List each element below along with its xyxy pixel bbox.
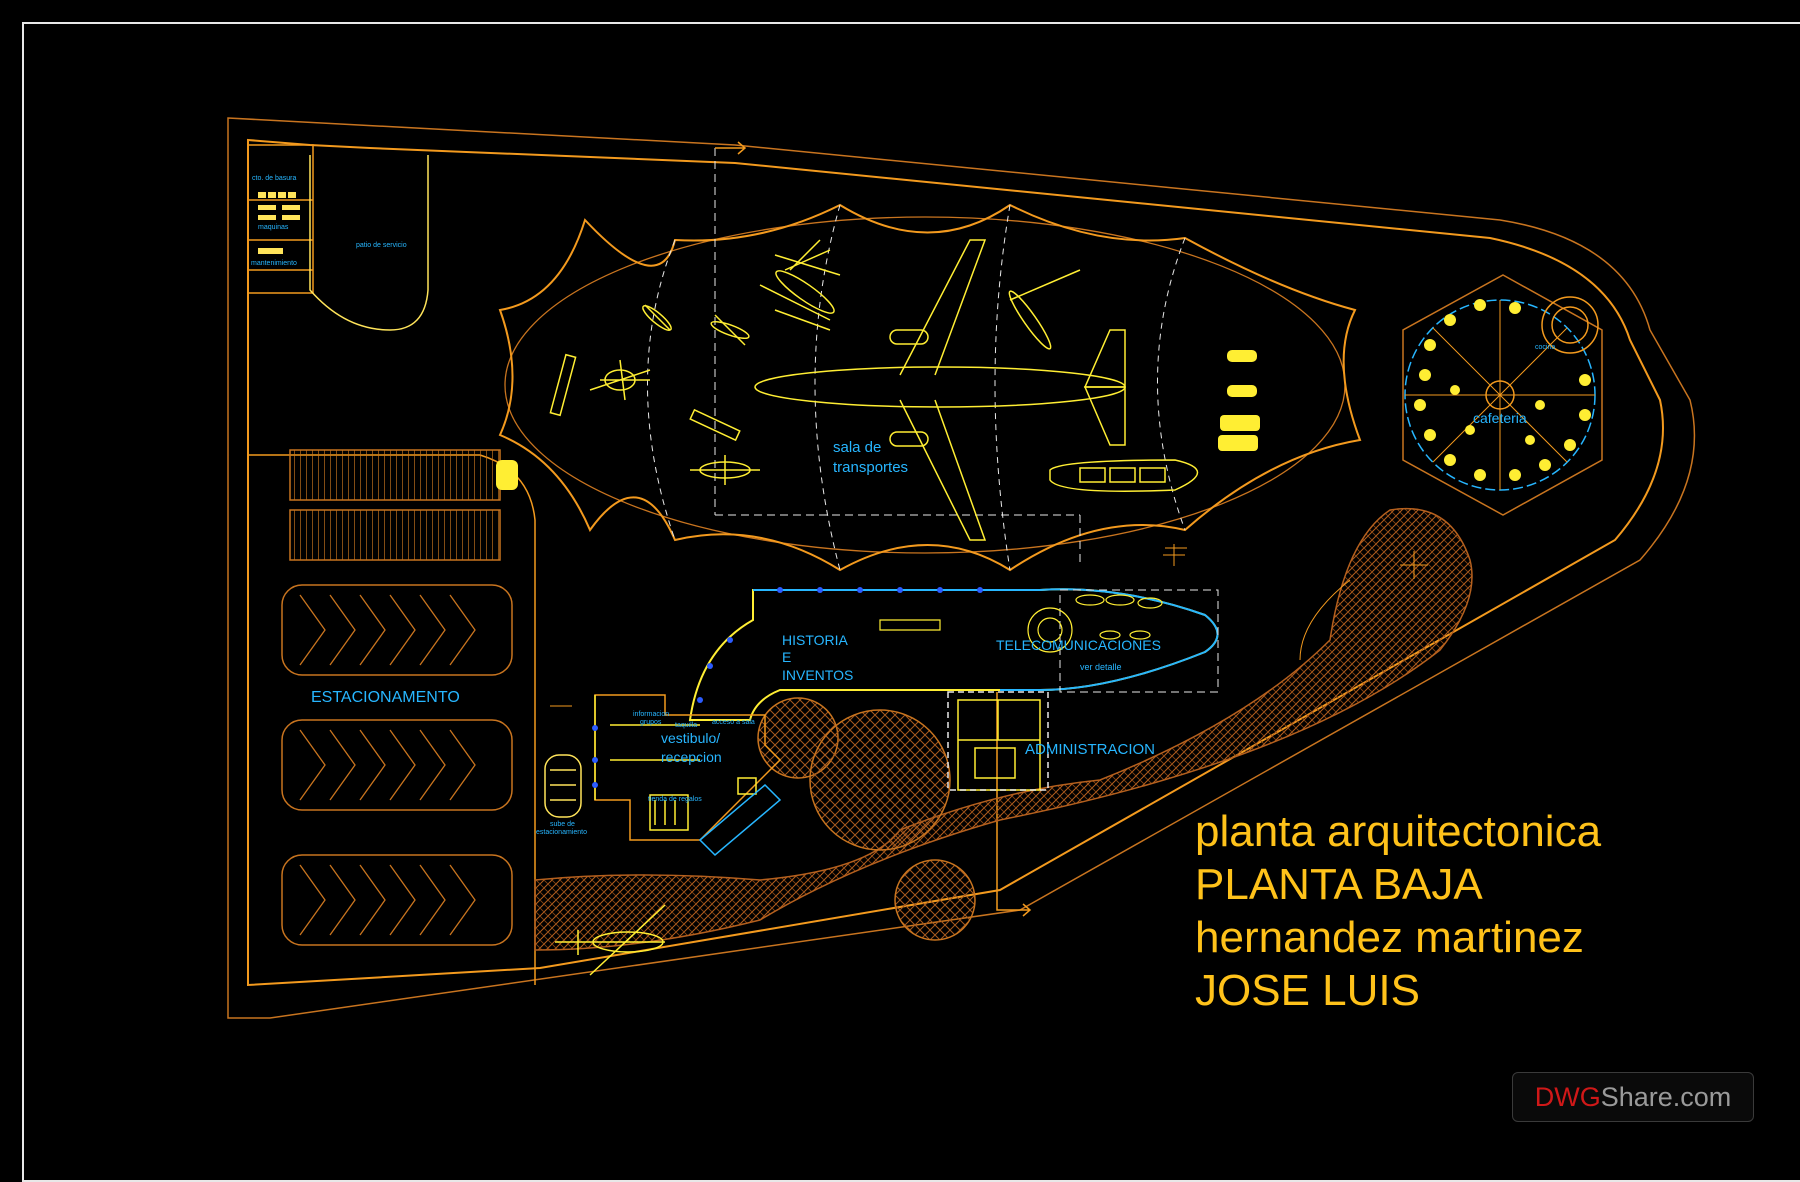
hall-access-label: acceso a sala: [712, 719, 755, 726]
kitchen-label: cocina: [1535, 344, 1555, 351]
watermark-part-2: Share.com: [1600, 1082, 1732, 1112]
group-info-label-1: informacion: [633, 711, 669, 718]
grid-marks: [550, 547, 1187, 707]
telecom-label: TELECOMUNICACIONES: [996, 637, 1161, 653]
ticket-label: taquilla: [675, 722, 697, 729]
lobby-label-1: vestibulo/: [661, 730, 720, 746]
ramp-label-2: estacionamiento: [536, 829, 587, 836]
service-yard-label: patio de servicio: [356, 242, 407, 249]
lobby-label-2: recepcion: [661, 749, 722, 765]
dwgshare-watermark[interactable]: DWGShare.com: [1512, 1072, 1754, 1122]
aircraft-exhibits: [549, 239, 1198, 541]
machine-room-label: maquinas: [258, 224, 289, 231]
history-telecom-building: [688, 587, 1219, 721]
service-block: [247, 144, 429, 331]
maintenance-label: mantenimiento: [251, 260, 297, 267]
transport-hall-label-2: transportes: [833, 459, 908, 476]
parking-area: [248, 449, 536, 985]
cafeteria-pavilion: [1402, 274, 1603, 516]
helicopter-exhibit: [555, 904, 666, 976]
ramp-label-1: sube de: [550, 821, 575, 828]
history-label-1: HISTORIA: [782, 632, 849, 648]
vehicle-exhibits: [1218, 350, 1260, 451]
section-markers: [715, 141, 1032, 917]
parking-label: ESTACIONAMENTO: [311, 689, 460, 706]
trash-room-label: cto. de basura: [252, 175, 296, 182]
history-label-3: INVENTOS: [782, 667, 853, 683]
lobby-building: [592, 694, 782, 857]
title-line-3: hernandez martinez: [1195, 913, 1584, 962]
cafeteria-label: cafeteria: [1473, 410, 1527, 426]
title-line-2: PLANTA BAJA: [1195, 860, 1483, 909]
see-detail-label: ver detalle: [1080, 662, 1122, 672]
transport-hall: [498, 148, 1362, 572]
title-line-1: planta arquitectonica: [1195, 807, 1602, 856]
parking-ramp: [544, 754, 582, 818]
walkways: [534, 507, 1473, 951]
gift-shop-label: tienda de regalos: [648, 796, 702, 803]
history-label-2: E: [782, 649, 791, 665]
group-info-label-2: grupos: [640, 719, 662, 726]
administration-building: [947, 691, 1049, 791]
title-line-4: JOSE LUIS: [1195, 966, 1420, 1015]
site-boundary: [227, 117, 1696, 1019]
watermark-part-1: DWG: [1534, 1082, 1601, 1112]
transport-hall-label-1: sala de: [833, 439, 881, 456]
title-block: planta arquitectonica PLANTA BAJA hernan…: [1195, 805, 1601, 1017]
administration-label: ADMINISTRACION: [1025, 741, 1155, 758]
